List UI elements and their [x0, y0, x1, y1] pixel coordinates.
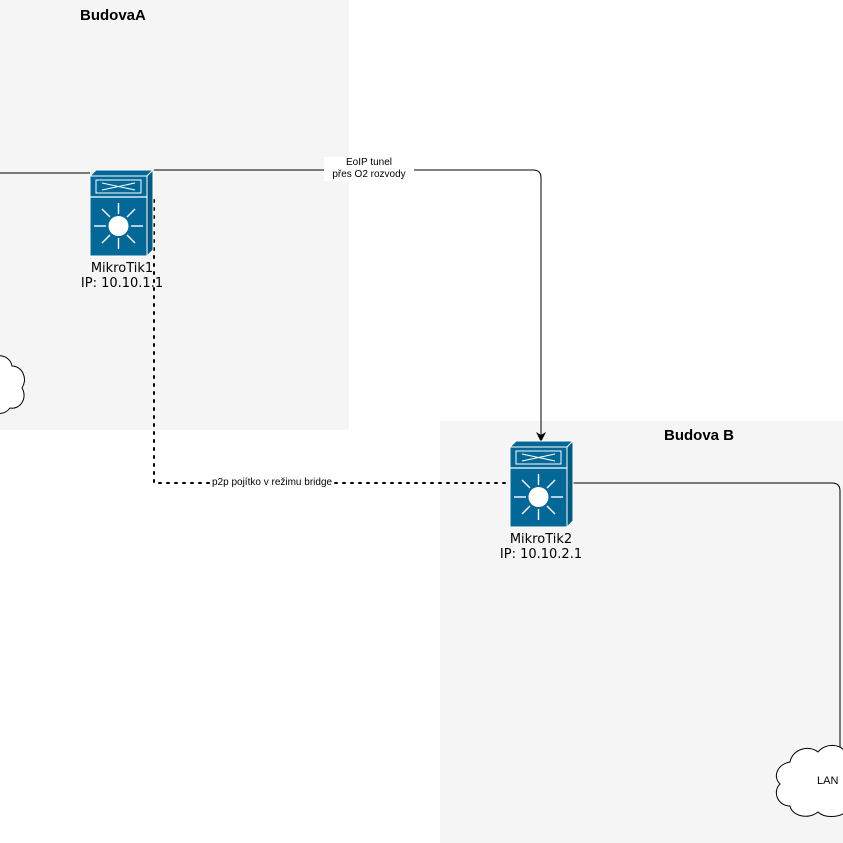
- mikrotik1-label: MikroTik1 IP: 10.10.1.1: [72, 261, 172, 291]
- eoip-tunnel-label-line2: přes O2 rozvody: [332, 169, 406, 180]
- eoip-tunnel-label-line1: EoIP tunel: [346, 157, 392, 168]
- layer3-switch-icon[interactable]: [508, 439, 575, 529]
- building-b-zone: [440, 421, 843, 843]
- building-a-title: BudovaA: [80, 7, 146, 24]
- mikrotik1-name: MikroTik1: [90, 261, 154, 276]
- building-b-title: Budova B: [664, 427, 735, 444]
- link-p2p-bridge: [153, 199, 512, 484]
- p2p-bridge-label: p2p pojítko v režimu bridge: [210, 477, 335, 489]
- eoip-tunnel-label: EoIP tunel přes O2 rozvody: [324, 157, 414, 181]
- link-eoip-tunnel: [150, 169, 546, 442]
- layer3-switch-icon[interactable]: [88, 168, 155, 258]
- lan-cloud-label: LAN: [817, 775, 839, 787]
- mikrotik2-label: MikroTik2 IP: 10.10.2.1: [491, 532, 591, 562]
- link-mikrotik2-to-lan: [570, 482, 841, 760]
- mikrotik1-ip: IP: 10.10.1.1: [80, 276, 164, 291]
- building-a-zone: [0, 0, 349, 430]
- cloud-icon: [0, 355, 25, 414]
- cloud-icon: [775, 745, 843, 817]
- mikrotik2-ip: IP: 10.10.2.1: [499, 547, 583, 562]
- mikrotik2-name: MikroTik2: [509, 532, 573, 547]
